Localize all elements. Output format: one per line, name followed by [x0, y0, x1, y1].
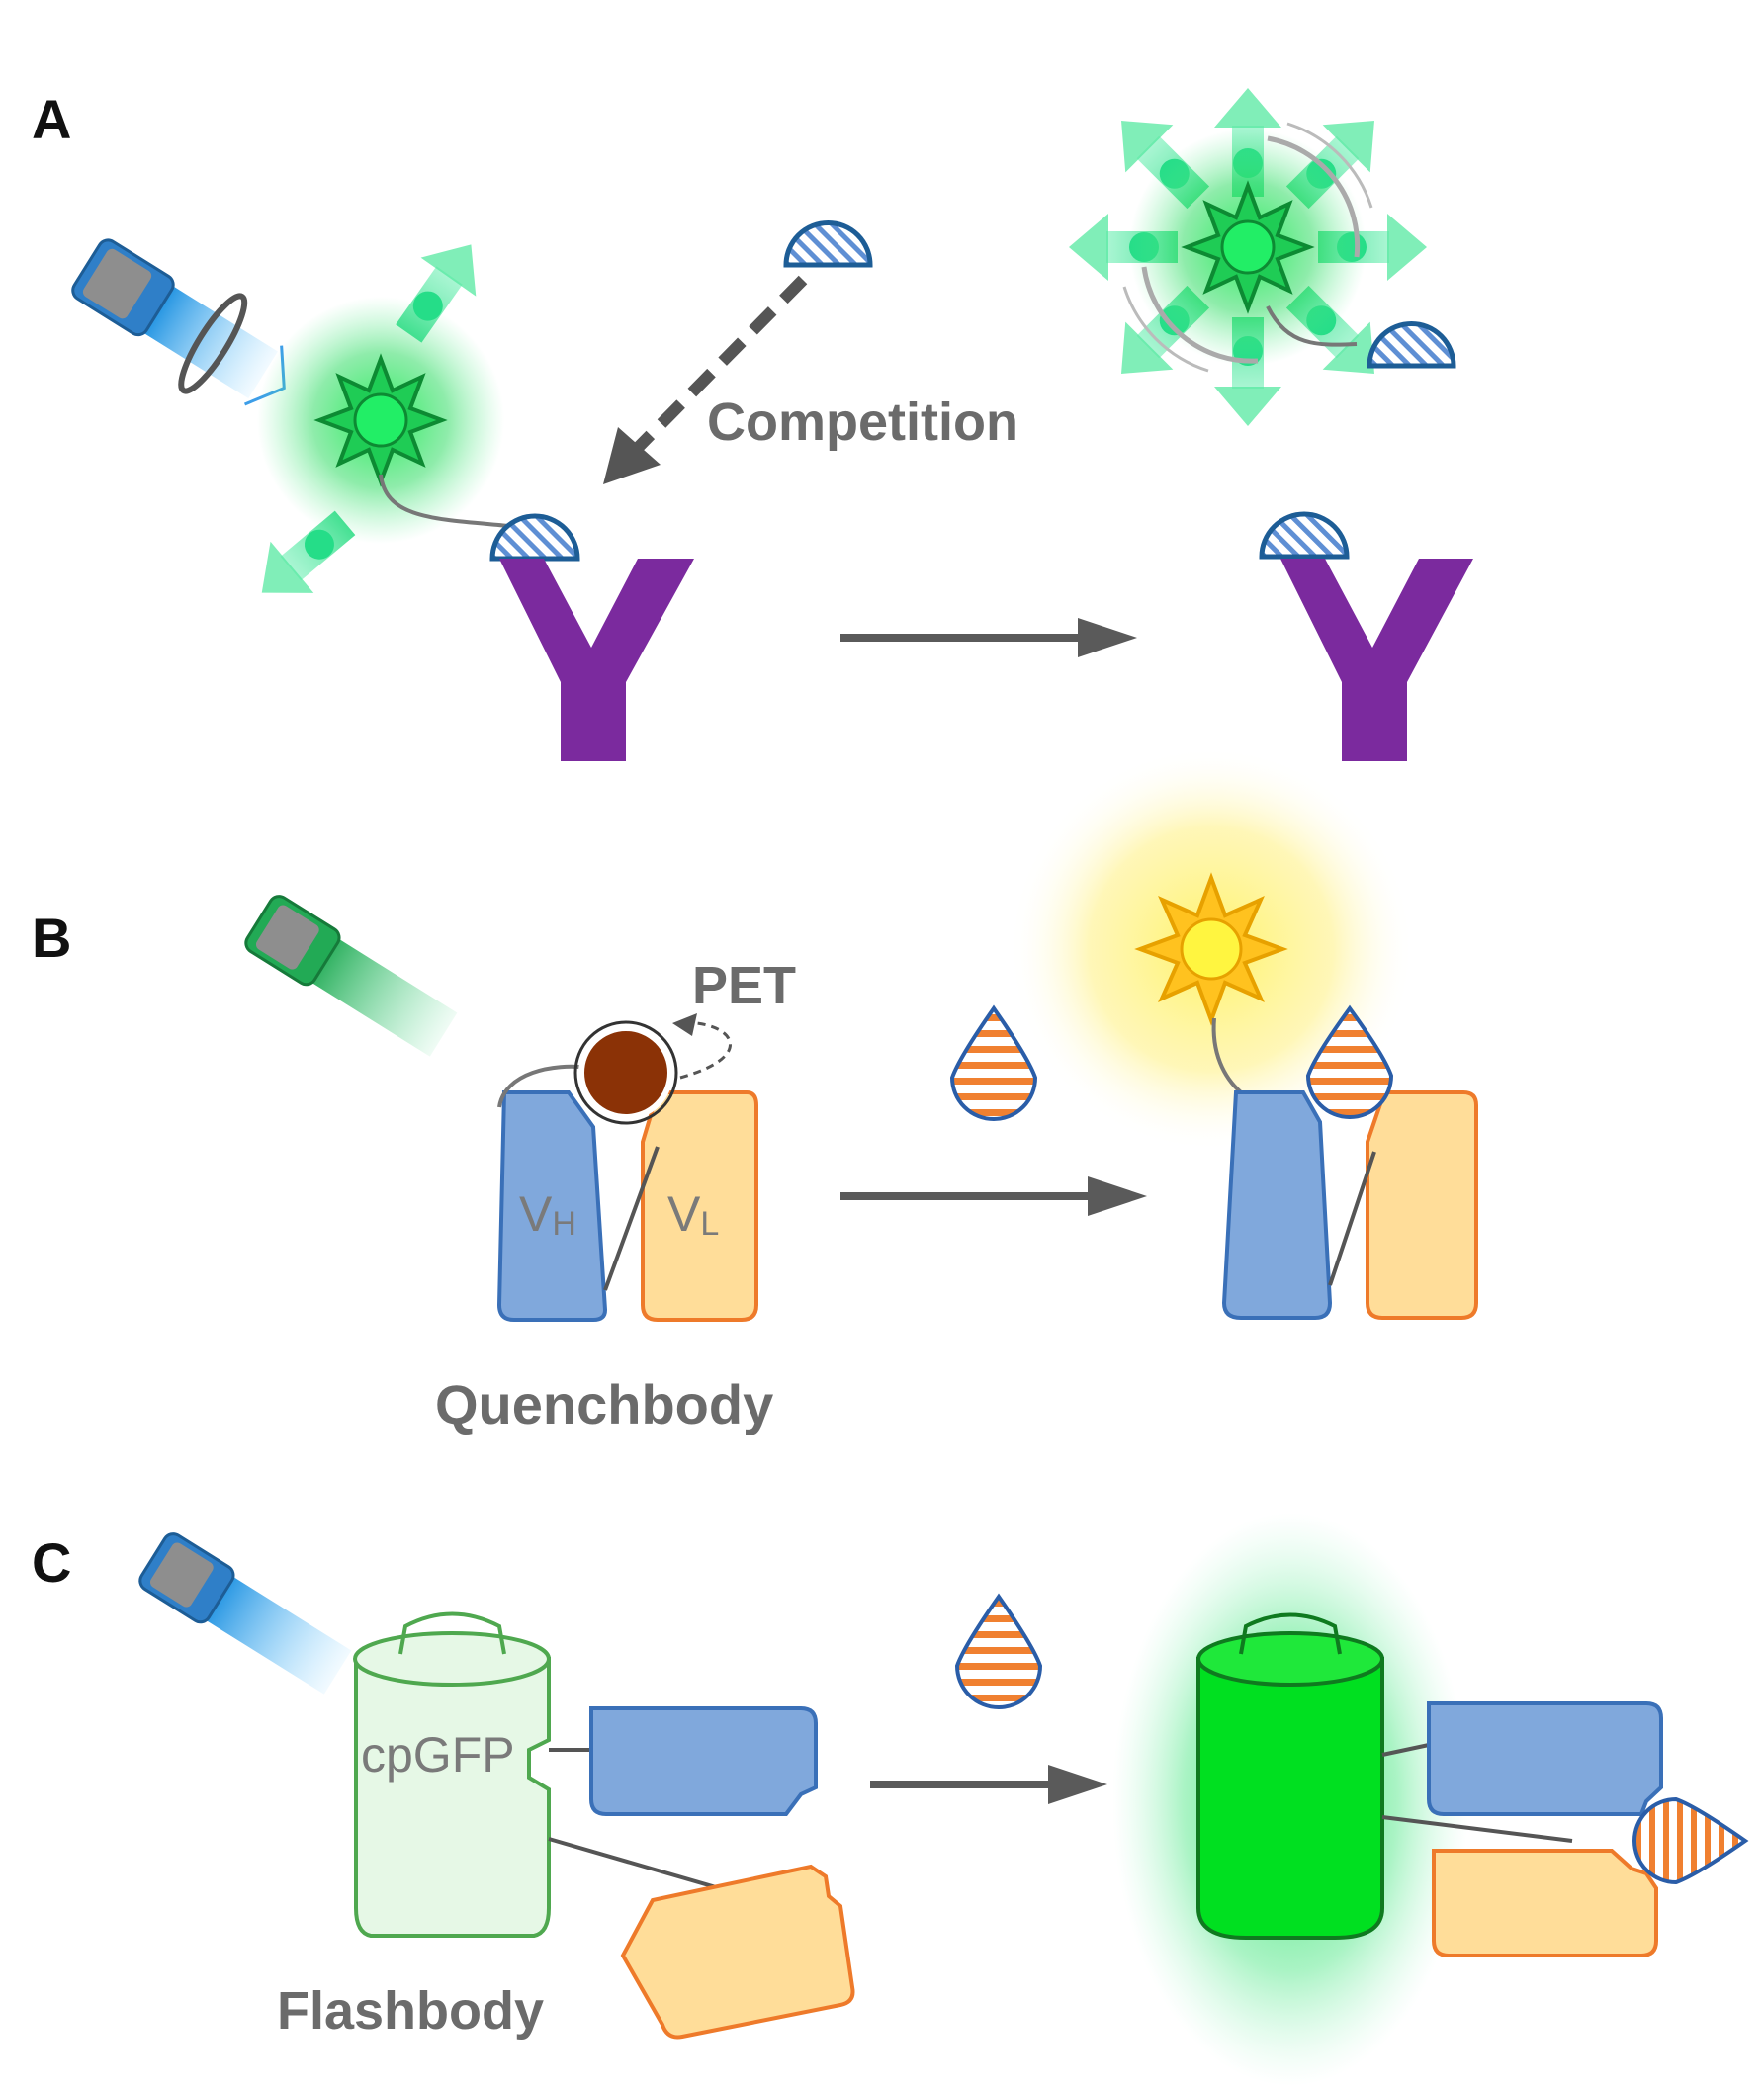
fluorophore-icon — [1185, 184, 1311, 310]
laser-icon — [71, 238, 286, 406]
antigen-icon — [783, 220, 873, 268]
cpgfp-label: cpGFP — [361, 1727, 515, 1783]
vl-domain-icon — [1366, 1090, 1478, 1320]
antigen-icon — [1632, 1796, 1749, 1885]
antigen-icon — [1367, 321, 1456, 369]
antigen-icon — [1305, 1004, 1394, 1119]
laser-icon — [244, 895, 458, 1057]
panel-b: B PET VH VL Quenchbody — [32, 746, 1478, 1435]
panel-a: A Competition — [32, 88, 1473, 761]
antigen-icon — [489, 513, 580, 562]
vl-domain-icon — [1432, 1849, 1658, 1957]
panel-b-letter: B — [32, 907, 71, 969]
laser-icon — [138, 1532, 352, 1695]
pet-arrow — [679, 1021, 732, 1080]
vh-domain-icon — [589, 1706, 818, 1816]
vl-domain-icon — [620, 1864, 855, 2040]
antigen-icon — [949, 1004, 1038, 1121]
competition-label: Competition — [707, 392, 1018, 452]
vh-domain-icon — [1427, 1701, 1663, 1816]
panel-c: C cpGFP Flashbody — [32, 1513, 1749, 2086]
panel-a-letter: A — [32, 88, 71, 150]
vh-domain-icon — [1221, 1090, 1333, 1320]
vl-label: VL — [667, 1186, 719, 1243]
antibody-icon — [499, 559, 694, 761]
antibody-icon — [1280, 559, 1473, 761]
linker-icon — [379, 474, 510, 528]
antigen-icon — [954, 1593, 1043, 1709]
quencher-icon — [578, 1025, 673, 1120]
vl-domain-icon — [641, 1090, 758, 1322]
reaction-arrowhead — [1088, 1176, 1147, 1216]
pet-label: PET — [692, 956, 796, 1015]
fluorophore-icon — [257, 297, 504, 544]
cpgfp-barrel-icon — [353, 1611, 551, 1938]
linker-icon — [1211, 1017, 1243, 1094]
quenchbody-icon: VH VL — [496, 1013, 758, 1322]
reaction-arrowhead — [1048, 1765, 1107, 1804]
vh-label: VH — [519, 1186, 576, 1243]
competition-arrowhead — [603, 427, 661, 484]
flashbody-label: Flashbody — [277, 1981, 544, 2041]
fluorophore-icon — [1134, 872, 1288, 1026]
fluorophore-free-group — [1069, 88, 1427, 426]
panel-c-letter: C — [32, 1531, 71, 1594]
vh-domain-icon — [496, 1090, 608, 1322]
reaction-arrowhead — [1078, 618, 1137, 657]
antigen-icon — [1259, 511, 1350, 560]
quenchbody-label: Quenchbody — [435, 1373, 773, 1435]
cpgfp-barrel-icon — [1196, 1612, 1384, 1940]
